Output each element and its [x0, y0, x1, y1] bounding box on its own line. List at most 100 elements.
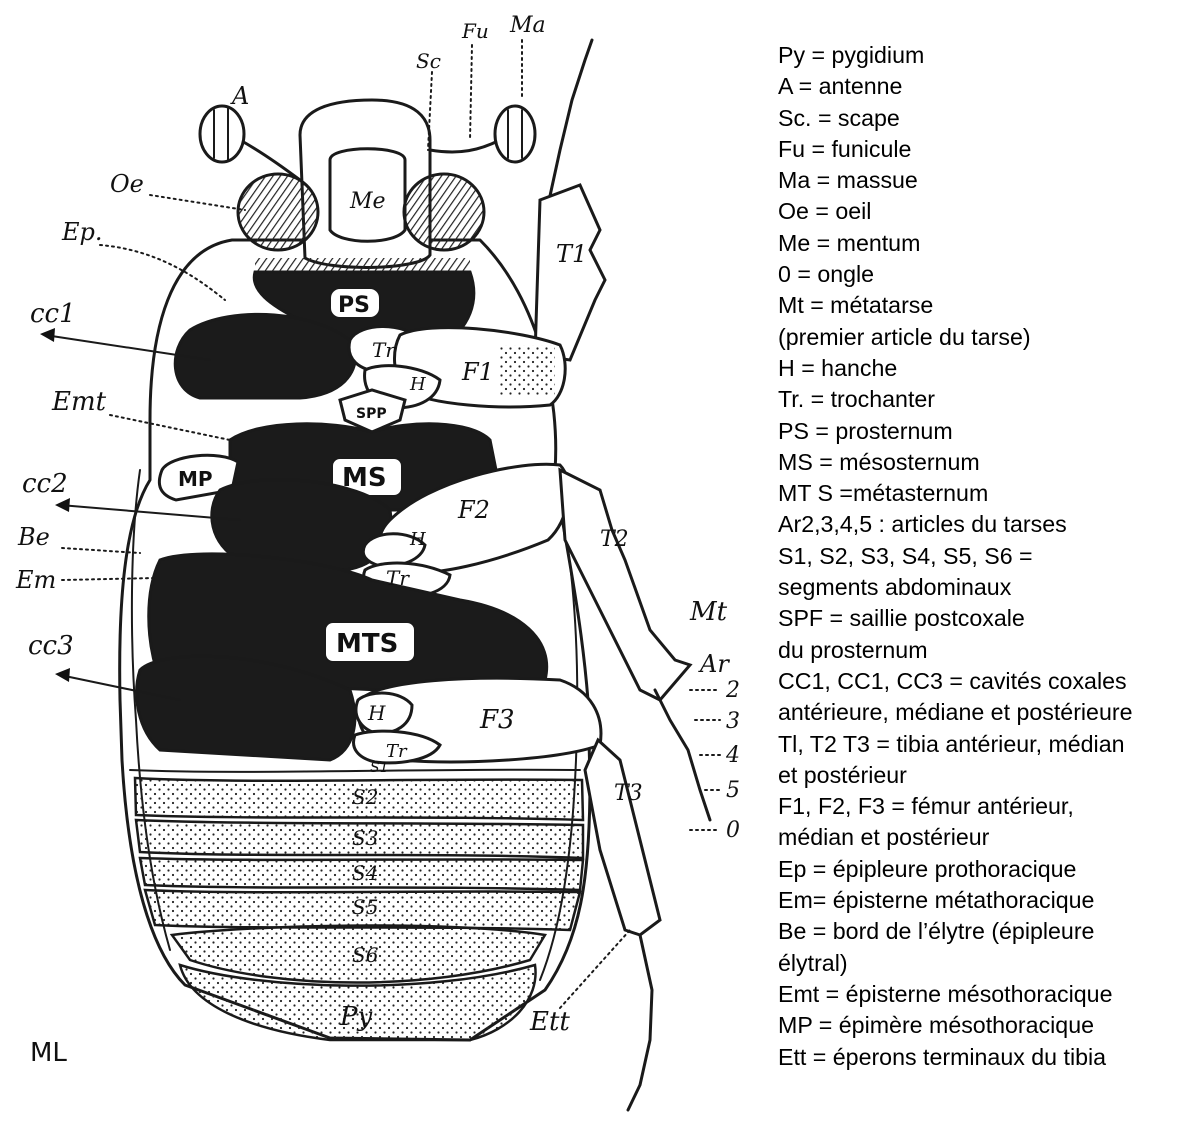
legend-line: Fu = funicule — [778, 134, 1193, 165]
legend-line: 0 = ongle — [778, 259, 1193, 290]
label-Fu: Fu — [461, 19, 489, 43]
legend-line: MS = mésosternum — [778, 447, 1193, 478]
legend-line: Me = mentum — [778, 228, 1193, 259]
legend-line: médian et postérieur — [778, 822, 1193, 853]
label-Py: Py — [339, 1002, 372, 1032]
legend-line: A = antenne — [778, 71, 1193, 102]
antenna-club-left — [200, 106, 244, 162]
author-signature: ML — [30, 1038, 67, 1068]
legend-line: MP = épimère mésothoracique — [778, 1010, 1193, 1041]
label-4: 4 — [725, 743, 740, 768]
legend-line: élytral) — [778, 948, 1193, 979]
femur-front-dots — [500, 345, 555, 395]
label-S2: S2 — [352, 785, 378, 809]
label-Be: Be — [17, 523, 50, 551]
label-T1: T1 — [556, 240, 587, 268]
tarsus-hind — [628, 935, 652, 1110]
label-A: A — [230, 82, 249, 110]
label-S6: S6 — [352, 943, 379, 967]
label-S4: S4 — [352, 861, 378, 885]
legend-line: antérieure, médiane et postérieure — [778, 697, 1193, 728]
legend-line: H = hanche — [778, 353, 1193, 384]
label-CC2: cc2 — [22, 469, 68, 499]
leader-ep — [100, 245, 225, 300]
label-F3: F3 — [479, 705, 515, 735]
legend-line: Ma = massue — [778, 165, 1193, 196]
legend-line: Em= épisterne métathoracique — [778, 885, 1193, 916]
label-CC3: cc3 — [28, 631, 74, 661]
beetle-ventral-diagram: A Sc Fu Ma Oe Ep. T1 cc1 Emt cc2 Be Em c… — [0, 0, 760, 1128]
label-Oe: Oe — [110, 170, 144, 198]
legend-line: S1, S2, S3, S4, S5, S6 = — [778, 541, 1193, 572]
label-0: 0 — [726, 818, 740, 843]
label-PS: PS — [338, 293, 370, 318]
label-H-middle: H — [409, 529, 426, 550]
legend-line: PS = prosternum — [778, 416, 1193, 447]
label-2: 2 — [725, 678, 740, 703]
label-S5: S5 — [352, 895, 378, 919]
label-Emt: Emt — [51, 387, 107, 417]
label-F2: F2 — [457, 496, 490, 524]
legend-line: CC1, CC1, CC3 = cavités coxales — [778, 666, 1193, 697]
label-Ep: Ep. — [61, 218, 103, 246]
label-Sc: Sc — [416, 49, 441, 73]
label-Tr-middle: Tr — [386, 566, 410, 590]
label-Me: Me — [349, 189, 386, 214]
legend-line: F1, F2, F3 = fémur antérieur, — [778, 791, 1193, 822]
legend-line: Tl, T2 T3 = tibia antérieur, médian — [778, 729, 1193, 760]
leader-fu — [470, 45, 472, 140]
antenna-club-right — [495, 106, 535, 162]
legend-line: du prosternum — [778, 635, 1193, 666]
label-T3: T3 — [614, 781, 643, 806]
tibia-front — [535, 185, 605, 360]
legend-line: Ett = éperons terminaux du tibia — [778, 1042, 1193, 1073]
coxal-cavity-1 — [175, 314, 356, 398]
antenna-right — [430, 140, 500, 152]
label-S1: S1 — [370, 760, 389, 776]
legend-line: Ep = épipleure prothoracique — [778, 854, 1193, 885]
label-S3: S3 — [352, 826, 378, 850]
label-MS: MS — [342, 463, 387, 493]
label-T2: T2 — [600, 527, 629, 552]
segment-s1 — [130, 770, 580, 772]
arrowhead-cc2 — [55, 498, 70, 512]
tibia-middle — [560, 470, 690, 700]
label-H-front: H — [409, 374, 426, 395]
leader-em — [62, 578, 155, 580]
label-3: 3 — [726, 709, 740, 734]
tibia-hind — [585, 740, 660, 935]
arrowhead-cc3 — [55, 668, 70, 682]
legend-line: SPF = saillie postcoxale — [778, 603, 1193, 634]
label-Em: Em — [15, 566, 56, 594]
legend-line: (premier article du tarse) — [778, 322, 1193, 353]
label-Mt: Mt — [689, 597, 728, 627]
label-F1: F1 — [461, 358, 494, 386]
legend-line: segments abdominaux — [778, 572, 1193, 603]
label-SPP: SPP — [356, 406, 387, 422]
label-H-hind: H — [367, 701, 386, 725]
legend-line: MT S =métasternum — [778, 478, 1193, 509]
head-fringe — [255, 258, 470, 272]
label-MTS: MTS — [336, 629, 398, 659]
label-Tr-front: Tr — [372, 338, 396, 362]
label-Ett: Ett — [529, 1007, 570, 1037]
legend-line: Ar2,3,4,5 : articles du tarses — [778, 509, 1193, 540]
arrowhead-cc1 — [40, 328, 55, 342]
label-Ma: Ma — [509, 13, 546, 38]
legend-line: Py = pygidium — [778, 40, 1193, 71]
tarsus-front — [548, 40, 592, 205]
legend-line: Be = bord de l’élytre (épipleure — [778, 916, 1193, 947]
label-MP: MP — [178, 467, 213, 491]
leader-emt — [110, 415, 230, 440]
label-5: 5 — [726, 778, 740, 803]
leader-oe — [150, 195, 245, 210]
legend-line: et postérieur — [778, 760, 1193, 791]
eye-left — [238, 174, 318, 250]
legend-line: Mt = métatarse — [778, 290, 1193, 321]
legend-line: Oe = oeil — [778, 196, 1193, 227]
eye-right — [404, 174, 484, 250]
legend-line: Emt = épisterne mésothoracique — [778, 979, 1193, 1010]
label-Tr-hind: Tr — [386, 741, 408, 762]
label-CC1: cc1 — [30, 299, 76, 329]
